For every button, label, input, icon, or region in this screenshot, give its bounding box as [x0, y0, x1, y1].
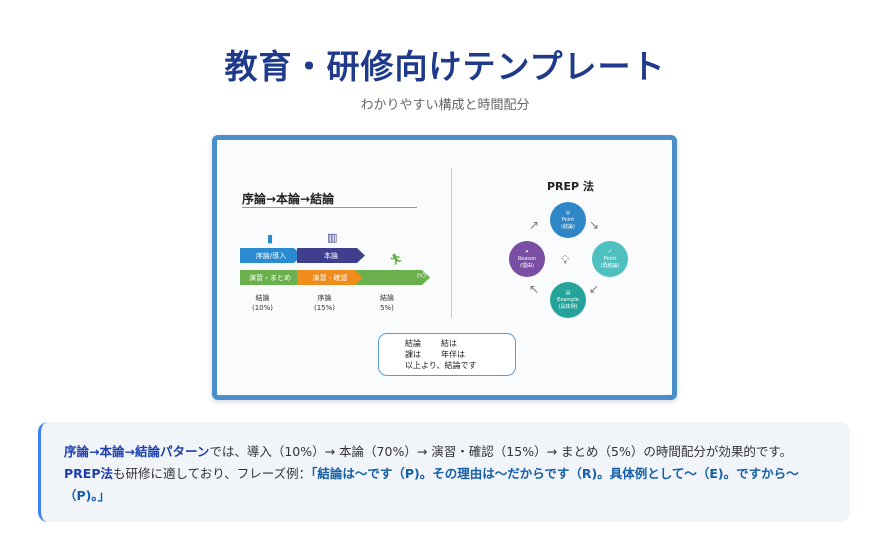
- prep-reason: ✦Reason(理由): [509, 241, 545, 277]
- template-figure: 序論→本論→結論 ▮ ▥ 🏃︎ 序論/導入 本論 演習・まとめ 演習・確認 👍︎…: [212, 135, 677, 400]
- bar-practice: 演習・確認: [297, 270, 363, 285]
- explanation-box: 序論→本論→結論パターンでは、導入（10%）→ 本論（70%）→ 演習・確認（1…: [38, 422, 850, 522]
- bar-main: 本論: [297, 248, 365, 263]
- cycle-arrow-icon: ↖: [529, 282, 540, 296]
- speech-callout: 結論結は 課は年伴は 以上より、結論です: [378, 333, 516, 376]
- label-1: 結論(10%): [252, 294, 274, 312]
- prep-example: ▤Example(具体例): [550, 282, 586, 318]
- prep-point-again: ✓Point(再結論): [592, 241, 628, 277]
- title-underline: [242, 207, 417, 208]
- lightbulb-icon: 💡︎: [561, 253, 570, 267]
- flow-title: 序論→本論→結論: [242, 192, 335, 206]
- prep-title: PREP 法: [547, 180, 594, 193]
- runner-icon: 🏃︎: [389, 253, 403, 266]
- page-title: 教育・研修向けテンプレート: [224, 47, 666, 86]
- thumbs-up-icon: 👍︎: [417, 271, 427, 281]
- note-line-2: PREP法も研修に適しており、フレーズ例：「結論は〜です（P)。その理由は〜だか…: [64, 466, 799, 503]
- bar-intro: 序論/導入: [240, 248, 302, 263]
- page-subtitle: わかりやすい構成と時間配分: [360, 98, 530, 113]
- cycle-arrow-icon: ↙: [589, 282, 600, 296]
- note-line-1: 序論→本論→結論パターンでは、導入（10%）→ 本論（70%）→ 演習・確認（1…: [64, 444, 793, 459]
- label-2: 序論(15%): [314, 294, 336, 312]
- figure-divider: [451, 168, 452, 318]
- prep-point: ◎Point(結論): [550, 202, 586, 238]
- book-icon: ▥: [327, 231, 338, 244]
- cycle-arrow-icon: ↗: [529, 218, 540, 232]
- bar-summary: 演習・まとめ: [240, 270, 300, 285]
- cycle-arrow-icon: ↘: [589, 218, 600, 232]
- door-icon: ▮: [267, 232, 274, 245]
